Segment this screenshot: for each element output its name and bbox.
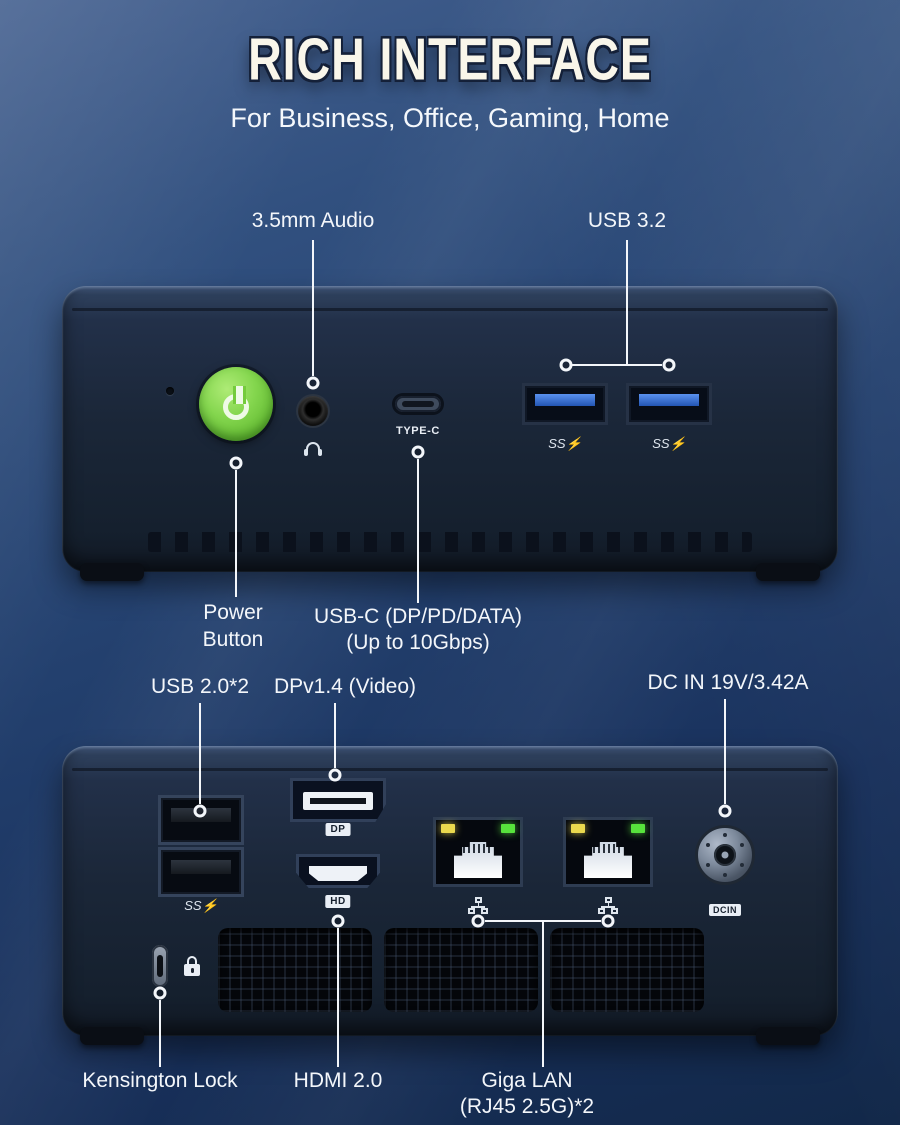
dcin-badge: DCIN xyxy=(709,904,741,916)
label-dcin: DC IN 19V/3.42A xyxy=(647,671,809,694)
label-lan-line2: (RJ45 2.5G)*2 xyxy=(459,1095,595,1118)
headphone-icon xyxy=(304,442,322,456)
lan-port-1 xyxy=(433,817,523,887)
page-title: RICH INTERFACE xyxy=(248,27,652,94)
lan-port-2 xyxy=(563,817,653,887)
network-icon-node xyxy=(468,908,475,914)
usb3-tab-1 xyxy=(535,394,595,406)
network-icon-node xyxy=(604,897,612,903)
usb3-tab-2 xyxy=(639,394,699,406)
usb-c-port xyxy=(395,396,441,412)
vent-grille-1 xyxy=(218,928,372,1012)
hdmi-badge: HD xyxy=(325,895,351,908)
kensington-slot-hole xyxy=(157,955,163,977)
lan2-rj45-jack xyxy=(584,842,632,878)
network-icon-node xyxy=(598,908,605,914)
page-subtitle: For Business, Office, Gaming, Home xyxy=(230,103,670,133)
label-lan-line1: Giga LAN xyxy=(481,1069,573,1092)
kensington-lock-slot xyxy=(152,945,168,987)
lan1-led-yellow xyxy=(441,824,455,833)
hdmi-port xyxy=(296,854,380,888)
type-c-port-label: TYPE-C xyxy=(396,425,440,437)
lan1-led-green xyxy=(501,824,515,833)
back-lid-seam xyxy=(72,768,828,771)
dc-port-pin xyxy=(721,851,729,859)
audio-jack-port xyxy=(298,396,328,426)
label-hdmi: HDMI 2.0 xyxy=(293,1069,383,1092)
lan2-rj45-pins xyxy=(593,844,623,853)
displayport-port xyxy=(290,778,386,822)
label-power-button: Power Button xyxy=(202,601,264,651)
dc-in-port xyxy=(695,825,755,885)
network-icon xyxy=(468,897,488,914)
label-dp: DPv1.4 (Video) xyxy=(273,675,417,698)
lock-icon xyxy=(184,956,200,976)
label-usbc-line1: USB-C (DP/PD/DATA) xyxy=(313,605,523,628)
network-icon-node xyxy=(474,897,482,903)
label-usb20: USB 2.0*2 xyxy=(150,675,250,698)
network-icon-node xyxy=(481,908,488,914)
displayport-pins xyxy=(310,798,366,804)
usb-c-slot xyxy=(402,401,434,407)
back-foot-left xyxy=(80,1027,144,1045)
front-lid-seam xyxy=(72,308,828,311)
lock-shackle xyxy=(187,956,197,965)
usb-icon: SS⚡ xyxy=(184,898,218,913)
front-foot-right xyxy=(756,563,820,581)
dp-badge: DP xyxy=(325,823,351,836)
hdmi-connector xyxy=(309,866,367,881)
label-audio: 3.5mm Audio xyxy=(251,209,375,232)
vent-grille-2 xyxy=(384,928,538,1012)
displayport-connector xyxy=(303,792,373,810)
usb2-port-1 xyxy=(161,798,241,842)
network-icon xyxy=(598,897,618,914)
front-vent-slots xyxy=(148,532,752,552)
usb2-tab-2 xyxy=(171,860,231,874)
usb3-port-2 xyxy=(629,386,709,422)
power-icon-bar xyxy=(232,386,246,404)
back-foot-right xyxy=(756,1027,820,1045)
power-button xyxy=(199,367,273,441)
usb2-tab-1 xyxy=(171,808,231,822)
front-view: TYPE-C SS⚡ SS⚡ xyxy=(62,286,838,581)
back-view: SS⚡ DP HD xyxy=(62,746,838,1045)
lock-keyhole xyxy=(190,968,194,973)
lan1-rj45-jack xyxy=(454,842,502,878)
label-kensington: Kensington Lock xyxy=(82,1069,238,1092)
network-icon-node xyxy=(611,908,618,914)
label-usbc-line2: (Up to 10Gbps) xyxy=(346,631,490,654)
lan2-led-yellow xyxy=(571,824,585,833)
label-usb32: USB 3.2 xyxy=(587,209,667,232)
mic-hole xyxy=(166,387,174,395)
vent-grille-3 xyxy=(550,928,704,1012)
headphone-band xyxy=(306,442,320,452)
usb2-port-2 xyxy=(161,850,241,894)
power-icon xyxy=(219,386,253,422)
lan2-led-green xyxy=(631,824,645,833)
lan1-rj45-pins xyxy=(463,844,493,853)
front-foot-left xyxy=(80,563,144,581)
usb3-port-1 xyxy=(525,386,605,422)
headphone-pad-left xyxy=(304,449,308,456)
usb-superspeed-icon: SS⚡ xyxy=(548,436,582,451)
headphone-pad-right xyxy=(318,449,322,456)
usb-superspeed-icon: SS⚡ xyxy=(652,436,686,451)
